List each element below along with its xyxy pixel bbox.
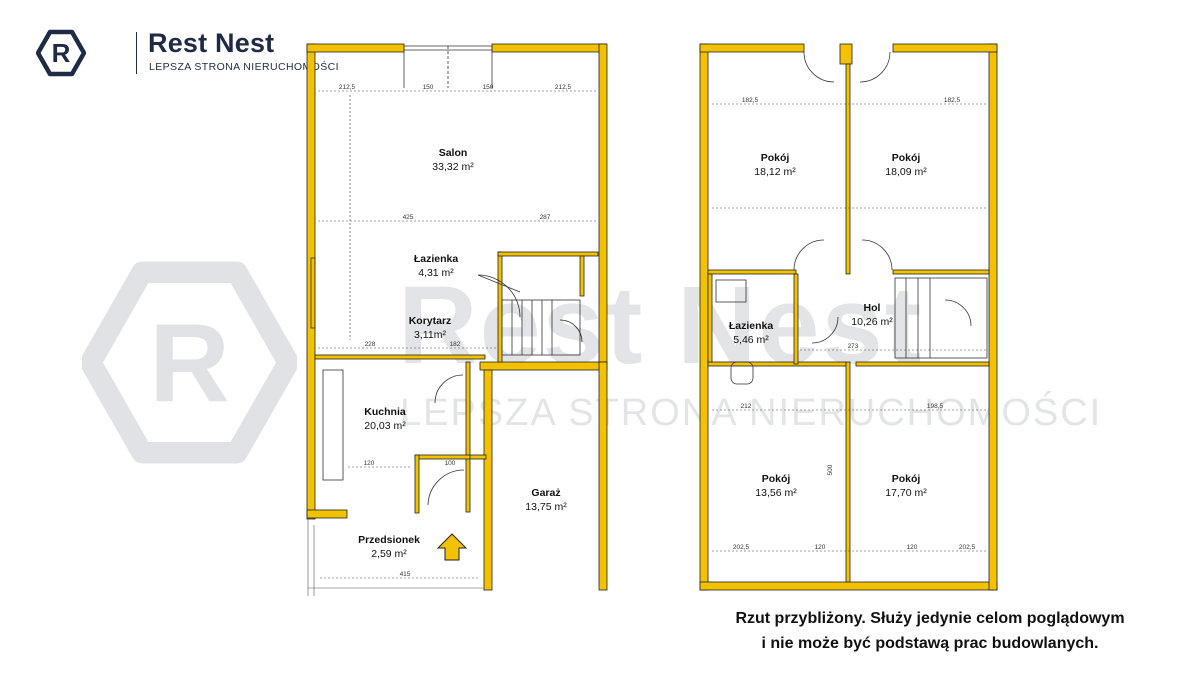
disclaimer-line-2: i nie może być podstawą prac budowlanych… bbox=[761, 635, 1099, 652]
room-kuchnia: Kuchnia 20,03 m² bbox=[364, 406, 406, 432]
up-arrow-icon bbox=[436, 533, 468, 561]
first-floor-walls bbox=[699, 43, 998, 591]
room-lazienka-first: Łazienka 5,46 m² bbox=[728, 320, 774, 346]
brand-tagline: LEPSZA STRONA NIERUCHOMOŚCI bbox=[149, 61, 339, 73]
room-hol: Hol 10,26 m² bbox=[851, 302, 893, 328]
logo-hexagon-icon: R bbox=[36, 29, 86, 77]
watermark-logo-icon: R bbox=[82, 261, 297, 464]
room-salon: Salon 33,32 m² bbox=[432, 147, 474, 173]
brand-logo: R Rest Nest LEPSZA STRONA NIERUCHOMOŚCI bbox=[36, 28, 339, 78]
room-garaz: Garaż 13,75 m² bbox=[525, 487, 567, 513]
room-pokoj-1: Pokój 18,12 m² bbox=[754, 152, 796, 178]
svg-text:R: R bbox=[149, 300, 230, 425]
room-korytarz: Korytarz 3,11m² bbox=[408, 315, 452, 341]
logo-separator bbox=[136, 32, 137, 74]
room-lazienka-ground: Łazienka 4,31 m² bbox=[413, 253, 459, 279]
watermark-tagline: LEPSZA STRONA NIERUCHOMOŚCI bbox=[400, 392, 1103, 434]
room-pokoj-4: Pokój 17,70 m² bbox=[885, 473, 927, 499]
brand-name: Rest Nest bbox=[148, 28, 275, 58]
disclaimer-text: Rzut przybliżony. Służy jedynie celom po… bbox=[680, 606, 1180, 656]
svg-text:R: R bbox=[52, 38, 71, 68]
room-przedsionek: Przedsionek 2,59 m² bbox=[358, 534, 420, 560]
disclaimer-line-1: Rzut przybliżony. Służy jedynie celom po… bbox=[735, 610, 1125, 627]
room-pokoj-3: Pokój 13,56 m² bbox=[755, 473, 797, 499]
room-pokoj-2: Pokój 18,09 m² bbox=[885, 152, 927, 178]
